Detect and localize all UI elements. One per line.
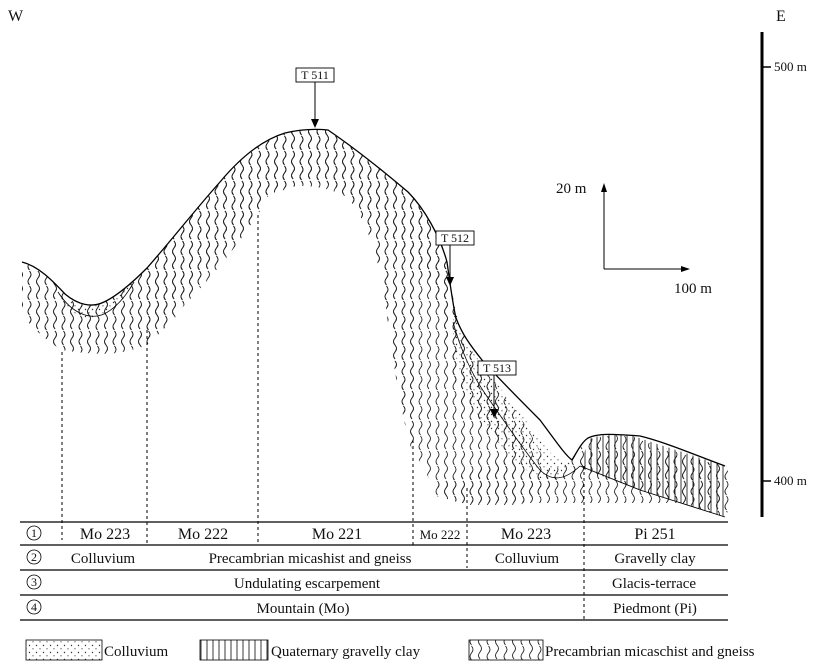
row-3-circle: [26, 574, 42, 590]
row-2-circle: [26, 549, 42, 565]
row-2-digit: 2: [31, 550, 37, 564]
unit-boundaries: [61, 215, 585, 620]
scale-cross-vertical-label: 20 m: [556, 181, 587, 197]
landscape-mountain: Mountain (Mo): [257, 601, 350, 617]
row-1-digit: 1: [31, 526, 37, 540]
classification-table: [20, 521, 728, 621]
mask-left: [62, 215, 258, 520]
landform-glacis-terrace: Glacis-terrace: [612, 576, 696, 592]
unit-mo222-right: Mo 222: [420, 527, 461, 542]
sample-label-t511: T 511: [301, 68, 329, 82]
sample-box-t512: [435, 230, 475, 246]
scale-cross-vertical-arrowhead: [601, 183, 607, 192]
row-3-digit: 3: [31, 575, 37, 589]
ground-surface-line: [21, 128, 726, 467]
scale-label-upper: 500 m: [774, 59, 807, 74]
row-4-digit: 4: [31, 600, 37, 614]
legend-label-colluvium: Colluvium: [104, 644, 169, 660]
lithology-colluvium-right: Colluvium: [495, 551, 560, 567]
unit-mo222-left: Mo 222: [178, 526, 228, 543]
legend: Colluvium Quaternary gravelly clay Preca…: [25, 639, 755, 661]
lithology-gravelly-clay: Gravelly clay: [614, 551, 696, 567]
sample-label-t512: T 512: [441, 231, 469, 245]
colluvium-base-right: [452, 321, 581, 479]
colluvium-left-hollow: [58, 283, 132, 318]
legend-label-gravelly-clay: Quaternary gravelly clay: [271, 644, 421, 660]
lithology-precambrian: Precambrian micashist and gneiss: [209, 551, 412, 567]
mask-center: [258, 183, 413, 520]
row-1-circle: [26, 525, 42, 541]
vertical-lines-icon: [199, 639, 269, 661]
legend-label-precambrian: Precambrian micaschist and gneiss: [545, 644, 755, 660]
central-rock-upper: [147, 129, 447, 330]
gravelly-clay-base: [579, 465, 726, 518]
row-number-digits: 1 2 3 4: [31, 526, 37, 614]
scale-label-lower: 400 m: [774, 473, 807, 488]
landform-escarpement: Undulating escarpement: [234, 576, 381, 592]
unit-mo223-right: Mo 223: [501, 526, 551, 543]
sample-label-t513: T 513: [483, 361, 511, 375]
lithology-colluvium-left: Colluvium: [71, 551, 136, 567]
west-label: W: [8, 8, 24, 25]
dots-icon: [25, 639, 103, 661]
scale-cross-horizontal-arrowhead: [681, 266, 690, 272]
wavy-lines-icon: [468, 639, 544, 661]
landscape-piedmont: Piedmont (Pi): [613, 601, 697, 617]
sample-arrowhead-t512: [446, 277, 454, 286]
gravelly-clay-body: [580, 434, 725, 517]
unit-mo223-left: Mo 223: [80, 526, 130, 543]
scale-cross-horizontal-label: 100 m: [674, 281, 712, 297]
unit-mo221: Mo 221: [312, 526, 362, 543]
colluvium-right-slope: [453, 295, 582, 480]
sample-arrowhead-t513: [490, 409, 498, 418]
row-number-circles: [26, 525, 42, 615]
sample-box-t513: [477, 360, 517, 376]
unit-pi251: Pi 251: [634, 526, 675, 543]
sample-arrowhead-t511: [311, 119, 319, 128]
colluvium-base-left: [57, 281, 135, 317]
row-4-circle: [26, 599, 42, 615]
east-label: E: [776, 8, 786, 25]
